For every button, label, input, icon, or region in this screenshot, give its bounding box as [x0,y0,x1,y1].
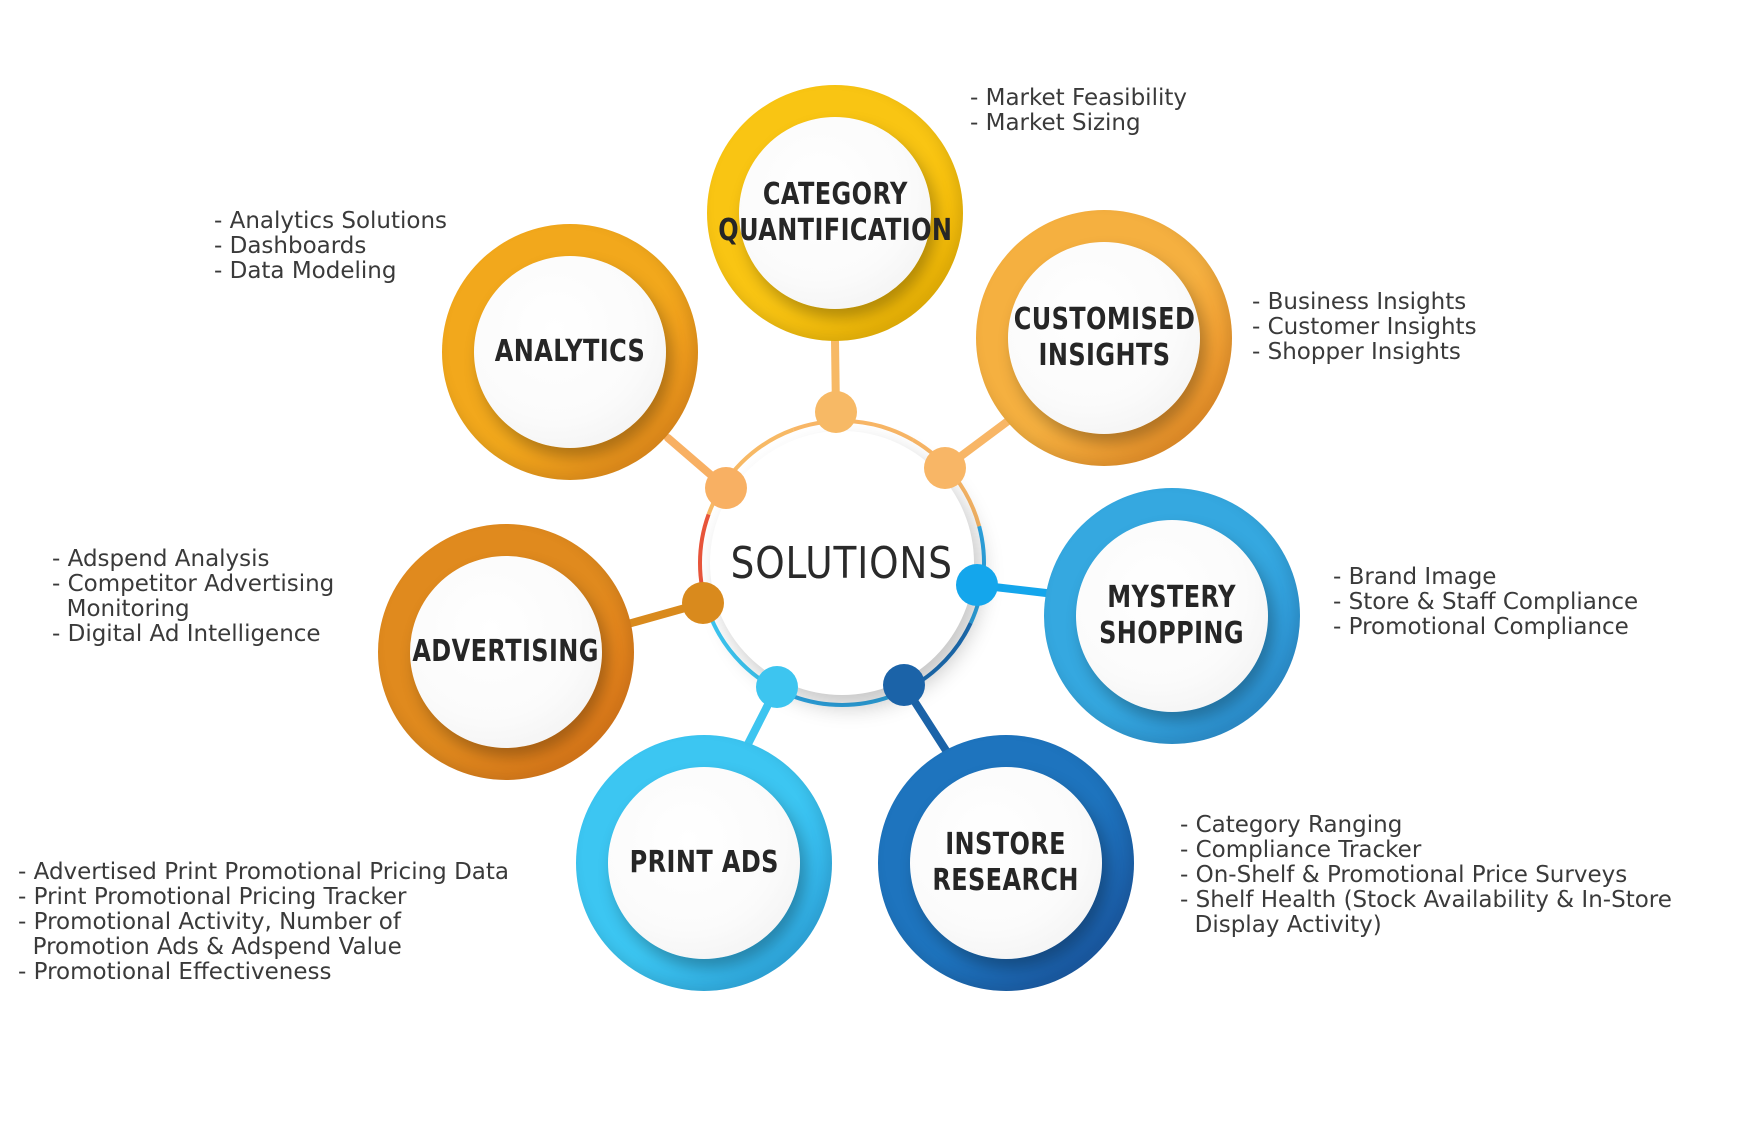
analytics-bullet-list: - Analytics Solutions- Dashboards- Data … [214,209,447,284]
advertising-bullet-item: - Competitor Advertising [52,571,335,597]
customised-insights-label: CUSTOMISED INSIGHTS [1013,302,1195,373]
mystery-shopping-bullet-item: - Brand Image [1333,564,1497,590]
advertising-label: ADVERTISING [412,634,600,669]
advertising-bullet-item: - Digital Ad Intelligence [52,621,321,647]
analytics-bullet-item: - Analytics Solutions [214,208,448,234]
category-quantification-connector-dot [815,391,857,433]
instore-research-bullet-item: - On-Shelf & Promotional Price Surveys [1180,862,1628,888]
print-ads-disc: PRINT ADS [608,767,800,959]
instore-research-connector-dot [883,664,925,706]
mystery-shopping-bullet-list: - Brand Image- Store & Staff Compliance-… [1333,565,1638,640]
advertising-bullet-item: Monitoring [52,596,190,622]
instore-research-bullet-list: - Category Ranging- Compliance Tracker- … [1180,813,1672,938]
category-quantification-bullet-item: - Market Feasibility [970,85,1187,111]
mystery-shopping-bullet-item: - Store & Staff Compliance [1333,589,1639,615]
center-disc: SOLUTIONS [710,431,974,695]
print-ads-bullet-list: - Advertised Print Promotional Pricing D… [18,860,509,985]
print-ads-bullet-item: - Promotional Activity, Number of [18,909,401,935]
print-ads-bullet-item: - Promotional Effectiveness [18,959,332,985]
print-ads-connector-dot [756,666,798,708]
advertising-disc: ADVERTISING [410,556,602,748]
category-quantification-disc: CATEGORY QUANTIFICATION [718,117,952,309]
instore-research-label: INSTORE RESEARCH [932,827,1080,898]
advertising-connector-dot [682,582,724,624]
advertising-bullet-item: - Adspend Analysis [52,546,270,572]
analytics-label: ANALYTICS [494,334,646,369]
print-ads-bullet-item: - Advertised Print Promotional Pricing D… [18,859,509,885]
analytics-disc: ANALYTICS [474,256,666,448]
customised-insights-bullet-list: - Business Insights- Customer Insights- … [1252,290,1477,365]
customised-insights-bullet-item: - Customer Insights [1252,314,1477,340]
instore-research-bullet-item: - Compliance Tracker [1180,837,1422,863]
analytics-bullet-item: - Dashboards [214,233,367,259]
customised-insights-bullet-item: - Shopper Insights [1252,339,1461,365]
category-quantification-label: CATEGORY QUANTIFICATION [717,177,953,248]
analytics-connector-dot [705,467,747,509]
mystery-shopping-connector-dot [956,564,998,606]
category-quantification-bullet-item: - Market Sizing [970,110,1141,136]
center-label: SOLUTIONS [730,537,954,589]
instore-research-bullet-item: Display Activity) [1180,912,1382,938]
customised-insights-disc: CUSTOMISED INSIGHTS [1008,242,1200,434]
instore-research-bullet-item: - Shelf Health (Stock Availability & In-… [1180,887,1672,913]
category-quantification-bullet-list: - Market Feasibility- Market Sizing [970,86,1187,136]
analytics-bullet-item: - Data Modeling [214,258,397,284]
mystery-shopping-disc: MYSTERY SHOPPING [1076,520,1268,712]
customised-insights-bullet-item: - Business Insights [1252,289,1467,315]
advertising-bullet-list: - Adspend Analysis- Competitor Advertisi… [52,547,334,647]
mystery-shopping-label: MYSTERY SHOPPING [1099,580,1245,651]
instore-research-bullet-item: - Category Ranging [1180,812,1403,838]
mystery-shopping-bullet-item: - Promotional Compliance [1333,614,1629,640]
customised-insights-connector-dot [924,447,966,489]
center-ring-segment [792,694,892,707]
instore-research-disc: INSTORE RESEARCH [910,767,1102,959]
print-ads-label: PRINT ADS [629,845,779,880]
print-ads-bullet-item: - Print Promotional Pricing Tracker [18,884,407,910]
print-ads-bullet-item: Promotion Ads & Adspend Value [18,934,402,960]
